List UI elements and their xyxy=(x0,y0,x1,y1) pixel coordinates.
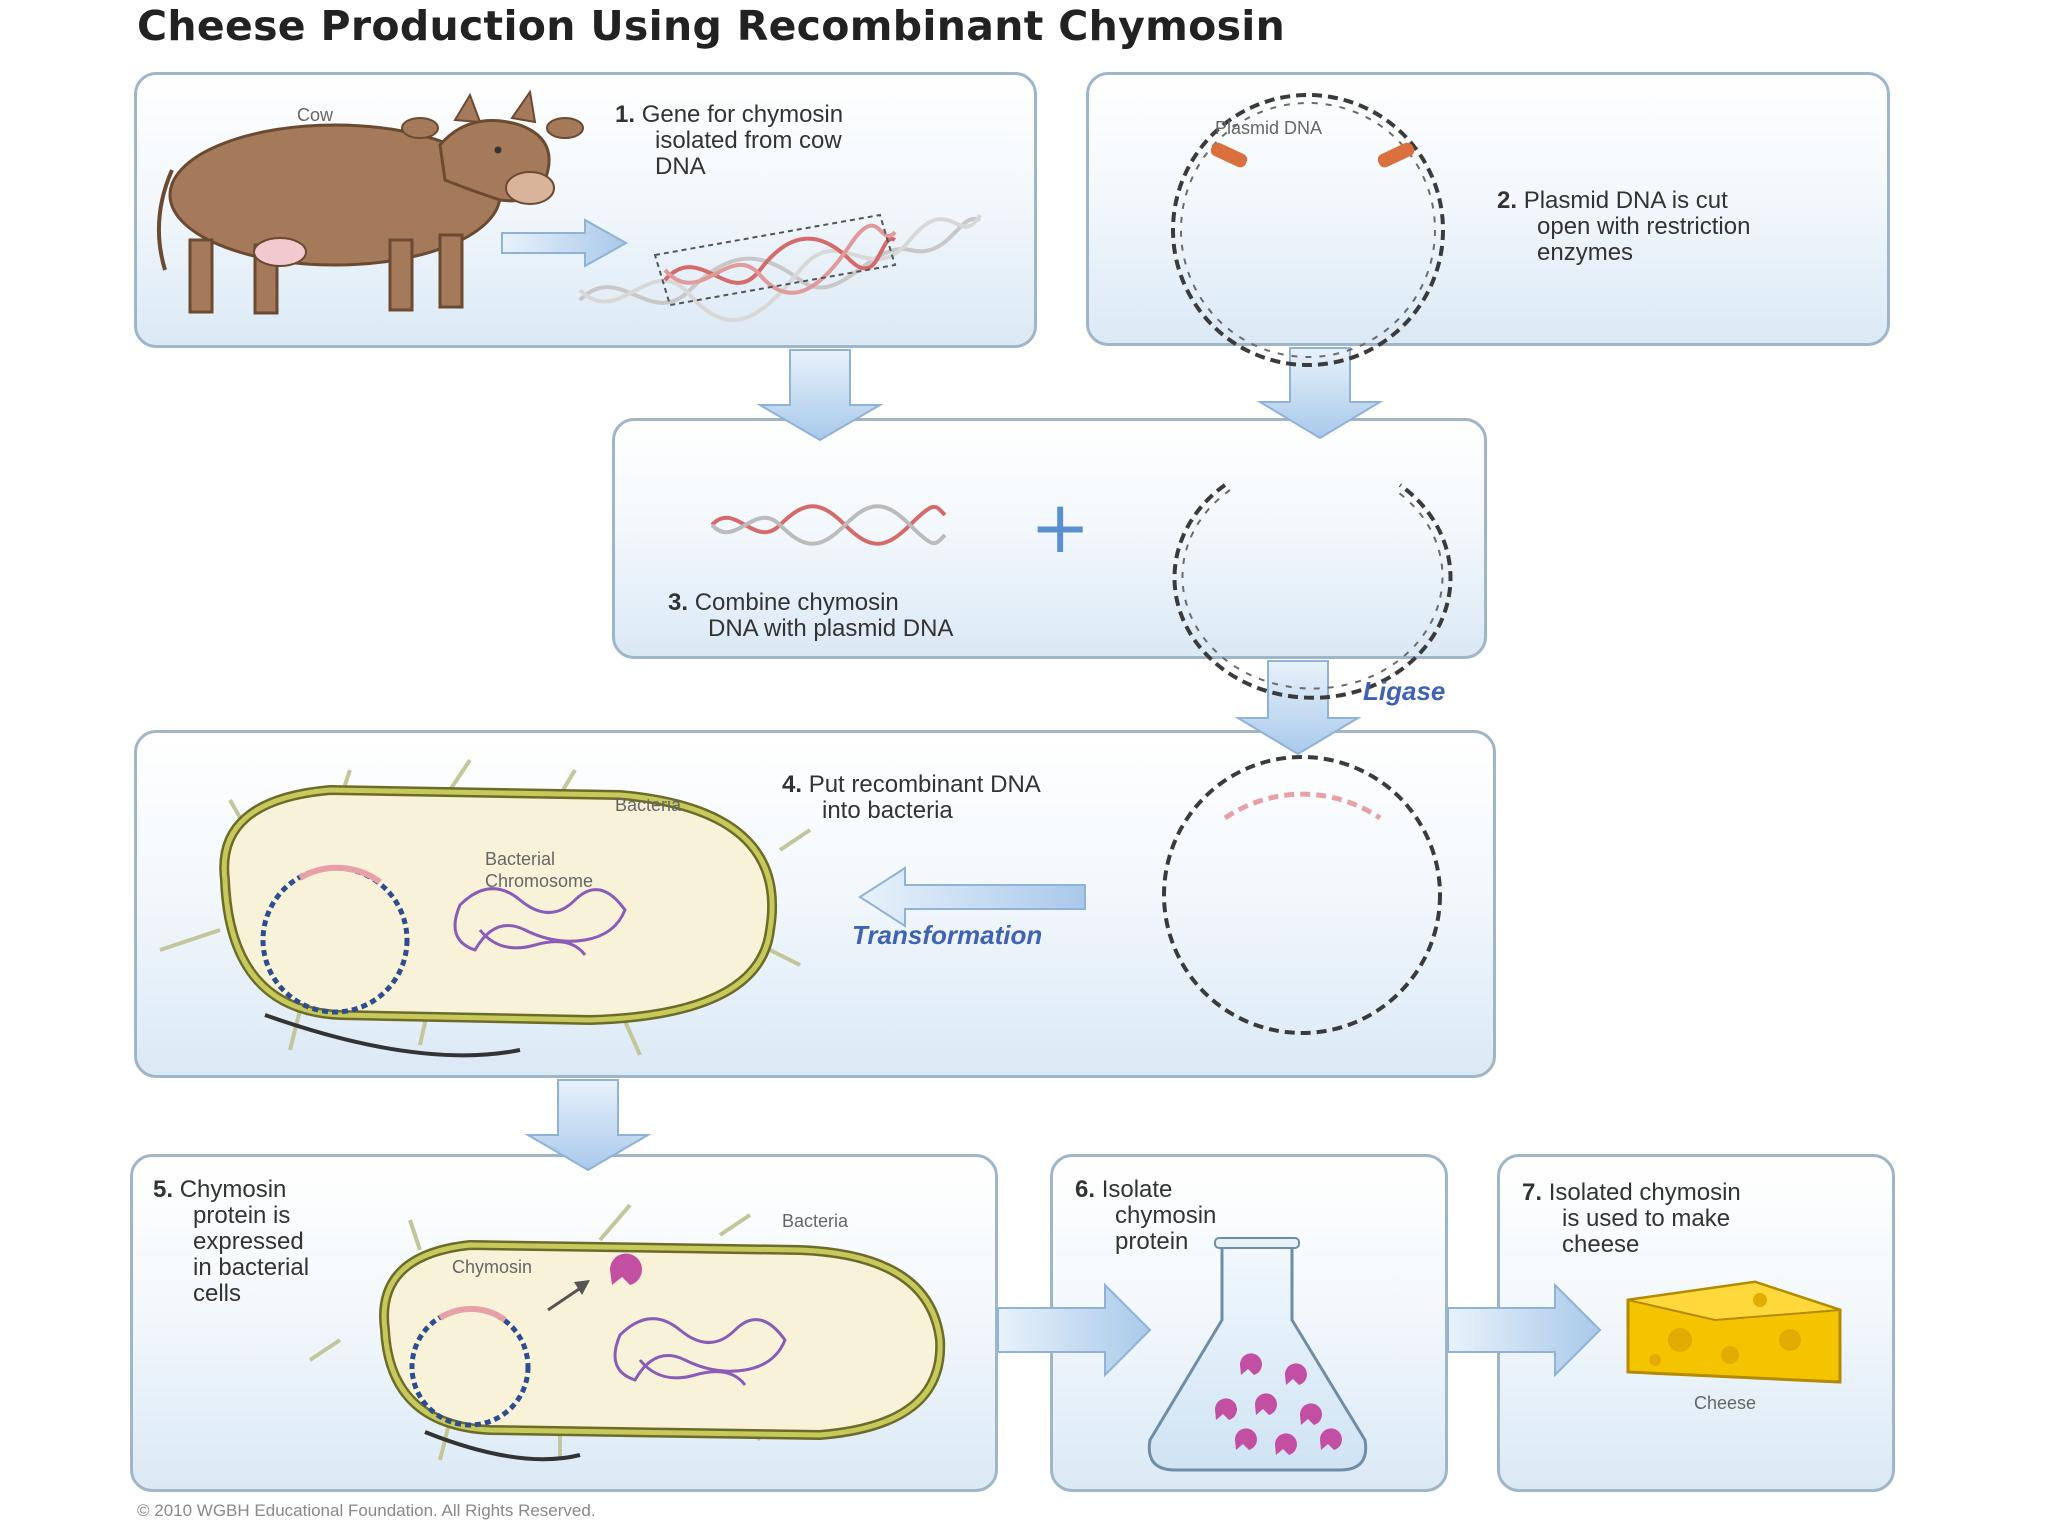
step-4-text: 4. Put recombinant DNA into bacteria xyxy=(782,771,1041,824)
copyright-notice: © 2010 WGBH Educational Foundation. All … xyxy=(137,1501,596,1520)
step-2-text: 2. Plasmid DNA is cut open with restrict… xyxy=(1497,187,1751,266)
bacteria-label-step-5: Bacteria xyxy=(782,1211,849,1231)
cow-label: Cow xyxy=(297,105,334,125)
chymosin-label: Chymosin xyxy=(452,1257,533,1277)
ligase-label: Ligase xyxy=(1363,676,1446,706)
panel-step-2 xyxy=(1086,72,1890,346)
bacteria-label-step-4: Bacteria xyxy=(615,795,682,815)
page-title: Cheese Production Using Recombinant Chym… xyxy=(137,2,1286,50)
step-3-text: 3. Combine chymosin DNA with plasmid DNA xyxy=(668,589,954,642)
bacterial-chromosome-label: Bacterial Chromosome xyxy=(485,849,594,891)
panel-step-1 xyxy=(134,72,1037,348)
plus-sign: + xyxy=(1030,485,1091,569)
step-6-text: 6. Isolate chymosin protein xyxy=(1075,1176,1217,1255)
plasmid-dna-label: Plasmid DNA xyxy=(1215,118,1323,138)
cheese-label: Cheese xyxy=(1694,1393,1757,1413)
transformation-label: Transformation xyxy=(852,920,1043,950)
step-1-text: 1. Gene for chymosin isolated from cow D… xyxy=(615,101,844,180)
step-7-text: 7. Isolated chymosin is used to make che… xyxy=(1522,1179,1741,1258)
step-5-text: 5. Chymosin protein is expressed in bact… xyxy=(153,1176,310,1307)
